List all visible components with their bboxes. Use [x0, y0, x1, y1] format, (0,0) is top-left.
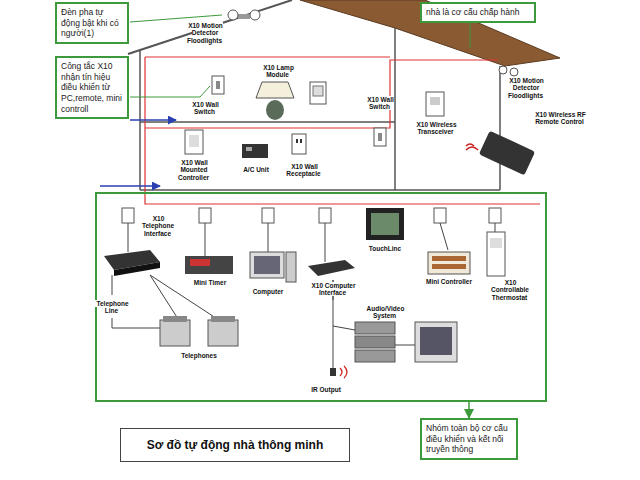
wall	[394, 28, 396, 190]
wall-mounted-controller	[185, 130, 203, 154]
floodlight	[499, 66, 518, 76]
mini-timer	[185, 256, 233, 274]
ir-output	[330, 366, 347, 378]
callout-box: Công tắc X10 nhận tín hiệu điều khiển từ…	[55, 56, 129, 119]
floor	[140, 121, 395, 123]
device-label: X10 Telephone Interface	[136, 215, 180, 237]
device-cords	[112, 223, 495, 370]
device-label: X10 Motion Detector Floodlights	[174, 22, 236, 44]
node-text: nhà là cơ cấu chấp hành	[426, 7, 530, 18]
device-label: Telephone Line	[91, 300, 133, 315]
device-label: IR Output	[306, 386, 346, 393]
leader-line	[130, 97, 200, 98]
remote-control	[466, 131, 535, 176]
signal-arrow	[130, 119, 176, 121]
lamp	[256, 82, 326, 120]
mini-controller	[428, 252, 470, 274]
leader-line	[470, 22, 471, 48]
device-label: Mini Controller	[425, 278, 473, 285]
device-label: X10 Wall Switch	[183, 101, 227, 116]
audio-video-system	[355, 322, 395, 362]
wall-receptacle	[292, 134, 306, 154]
leader-line	[130, 15, 222, 22]
touchlinc	[366, 208, 404, 240]
wireless-transceiver	[426, 92, 444, 116]
power-wire	[145, 57, 540, 204]
node-text: Công tắc X10 nhận tín hiệu điều khiển từ…	[61, 61, 123, 114]
callout-box: Đèn pha tự động bật khi có người(1)	[55, 2, 129, 44]
device-label: Mini Timer	[190, 279, 230, 286]
ac-unit	[242, 144, 268, 158]
node-text: Nhóm toàn bộ cơ cấu điều khiển và kết nố…	[426, 423, 512, 455]
wall	[499, 66, 501, 190]
power-wire	[145, 56, 390, 57]
device-label: X10 Wall Mounted Controller	[166, 159, 222, 181]
thermostat	[487, 232, 505, 276]
device-label: X10 Controllable Thermostat	[484, 279, 536, 301]
node-text: Sơ đồ tự động nhà thông minh	[127, 437, 343, 453]
television	[415, 322, 457, 362]
node-text: Đèn pha tự động bật khi có người(1)	[61, 7, 123, 39]
device-label: X10 Wall Receptacle	[281, 163, 327, 178]
device-label: Audio/Video System	[357, 305, 413, 320]
telephone-interface	[104, 250, 160, 276]
computer-interface	[308, 260, 355, 276]
wall-switch	[212, 76, 224, 94]
floodlight	[228, 10, 260, 20]
device-group-box: X10 Telephone InterfaceMini TimerCompute…	[95, 192, 547, 402]
telephones	[160, 316, 238, 346]
signal-arrow	[100, 185, 160, 187]
roof	[300, 0, 560, 66]
floor	[140, 189, 500, 191]
device-label: X10 Wall Switch	[363, 96, 397, 111]
connector	[468, 402, 470, 418]
callout-box: nhà là cơ cấu chấp hành	[420, 2, 536, 23]
device-label: X10 Computer Interface	[307, 282, 359, 297]
roof-edge	[128, 0, 292, 54]
device-label: X10 Lamp Module	[253, 64, 303, 79]
device-label: X10 Motion Detector Floodlights	[501, 77, 551, 99]
device-label: A/C Unit	[239, 166, 273, 173]
leader-line	[200, 86, 210, 97]
callout-box: Nhóm toàn bộ cơ cấu điều khiển và kết nố…	[420, 418, 518, 460]
wall-switch	[374, 128, 386, 146]
device-label: Telephones	[174, 352, 224, 359]
computer	[250, 252, 296, 282]
device-label: X10 Wireless RF Remote Control	[532, 111, 588, 126]
power-wire	[145, 60, 498, 128]
device-label: X10 Wireless Transceiver	[411, 121, 461, 136]
title-box: Sơ đồ tự động nhà thông minh	[120, 428, 350, 462]
device-label: TouchLinc	[363, 245, 407, 252]
outlets	[122, 208, 501, 223]
device-label: Computer	[248, 288, 288, 295]
